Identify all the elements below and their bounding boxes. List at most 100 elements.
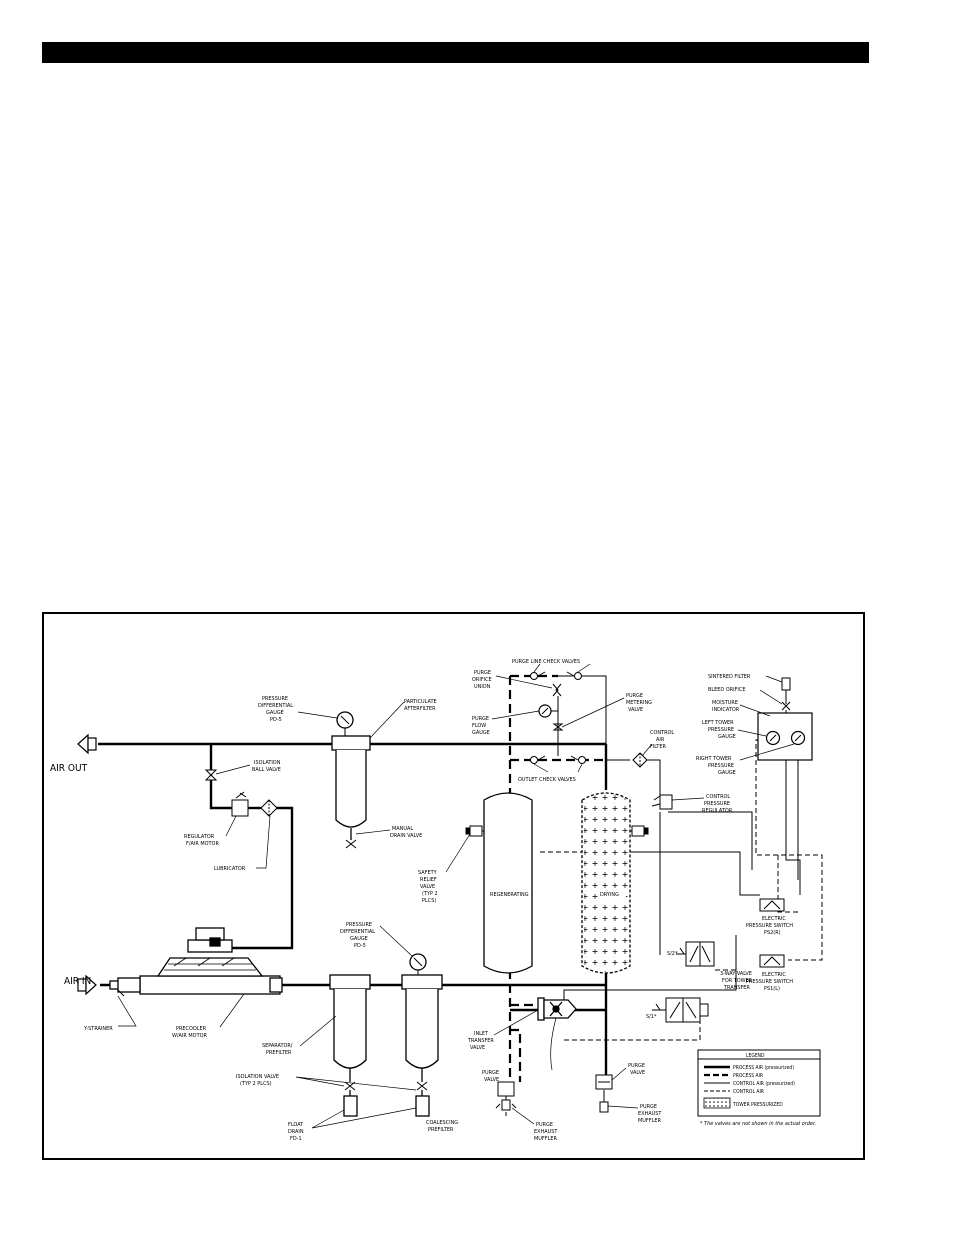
legend-item-3: CONTROL AIR (pressurized) bbox=[733, 1081, 795, 1087]
rtpg-1: RIGHT TOWER bbox=[696, 756, 732, 762]
float-drain-1: FLOAT bbox=[288, 1122, 304, 1128]
inlet-1: INLET bbox=[474, 1031, 489, 1037]
pdg-bot-1: PRESSURE bbox=[346, 922, 372, 928]
isolation-ball-valve bbox=[204, 769, 218, 781]
threeway-2: FOR TOWER bbox=[722, 978, 753, 984]
iso-typ-2: (TYP 2 PLCS) bbox=[240, 1081, 272, 1087]
separator-2: PREFILTER bbox=[266, 1050, 292, 1056]
regulator-1: REGULATOR bbox=[184, 834, 215, 840]
air-in-label: AIR IN bbox=[64, 976, 91, 987]
cpr-2: PRESSURE bbox=[704, 801, 730, 807]
ystrainer-label: Y-STRAINER bbox=[83, 1026, 113, 1032]
control-pressure-regulator bbox=[651, 794, 673, 810]
sintered-label: SINTERED FILTER bbox=[708, 674, 751, 680]
separator-1: SEPARATOR/ bbox=[262, 1043, 293, 1049]
drying-label: DRYING bbox=[600, 892, 619, 898]
purge-line-check-valves bbox=[530, 671, 582, 680]
pdg-top-4: PD-5 bbox=[270, 717, 282, 723]
eps2-2: PRESSURE SWITCH bbox=[746, 923, 793, 929]
pressure-switch-ps2 bbox=[759, 898, 785, 912]
separator-prefilter bbox=[329, 974, 371, 1117]
top-pressure-gauge bbox=[336, 711, 354, 736]
pvr-1: PURGE bbox=[628, 1063, 645, 1069]
drying-tower bbox=[581, 792, 631, 974]
safety-relief-right bbox=[630, 825, 649, 837]
inlet-3: VALVE bbox=[470, 1045, 485, 1051]
orifice-2: ORIFICE bbox=[472, 677, 492, 683]
orifice-1: PURGE bbox=[474, 670, 491, 676]
pflow-1: PURGE bbox=[472, 716, 489, 722]
legend-title: LEGEND bbox=[746, 1053, 765, 1059]
meter-1: PURGE bbox=[626, 693, 643, 699]
inlet-2: TRANSFER bbox=[467, 1038, 494, 1044]
eps1-2: PRESSURE SWITCH bbox=[746, 979, 793, 985]
purge-orifice-union bbox=[552, 683, 562, 697]
sv1-label: S/1* bbox=[646, 1014, 657, 1020]
iso-ball-1: ISOLATION bbox=[254, 760, 281, 766]
caf-3: FILTER bbox=[650, 744, 666, 750]
regenerating-tower bbox=[483, 792, 533, 974]
outlet-check-valves bbox=[530, 755, 586, 764]
eps2-3: PS2(R) bbox=[764, 930, 781, 936]
safety-1: SAFETY bbox=[418, 870, 438, 876]
pressure-switch-ps1 bbox=[759, 954, 785, 968]
control-air-lines bbox=[558, 675, 801, 1102]
purge-flow-gauge bbox=[538, 704, 558, 718]
pem-r-1: PURGE bbox=[640, 1104, 657, 1110]
safety-2: RELIEF bbox=[420, 877, 437, 883]
float-drain-3: FD-1 bbox=[290, 1136, 302, 1142]
control-air-filter bbox=[632, 752, 648, 768]
lubricator bbox=[260, 799, 278, 817]
legend bbox=[697, 1049, 821, 1117]
pdg-top-1: PRESSURE bbox=[262, 696, 288, 702]
pem-r-2: EXHAUST bbox=[638, 1111, 662, 1117]
regenerating-label: REGENERATING bbox=[490, 892, 529, 898]
pdg-top-2: DIFFERENTIAL bbox=[258, 703, 293, 709]
bleed-label: BLEED ORIFICE bbox=[708, 687, 745, 693]
air-out-label: AIR OUT bbox=[50, 763, 88, 774]
cpr-1: CONTROL bbox=[706, 794, 730, 800]
coalescing-prefilter bbox=[401, 974, 443, 1117]
safety-4: (TYP 2 bbox=[422, 891, 438, 897]
ltpg-2: PRESSURE bbox=[708, 727, 734, 733]
inlet-transfer-valve bbox=[537, 997, 577, 1021]
coalescing-2: PREFILTER bbox=[428, 1127, 454, 1133]
rtpg-3: GAUGE bbox=[718, 770, 736, 776]
rtpg-2: PRESSURE bbox=[708, 763, 734, 769]
safety-relief-left bbox=[465, 825, 484, 837]
legend-item-2: PROCESS AIR bbox=[733, 1073, 763, 1079]
safety-5: PLCS) bbox=[422, 898, 436, 904]
manual-drain-2: DRAIN VALVE bbox=[390, 833, 422, 839]
safety-3: VALVE bbox=[420, 884, 435, 890]
manual-drain-1: MANUAL bbox=[392, 826, 413, 832]
purge-valve-right bbox=[595, 1074, 613, 1113]
pflow-2: FLOW bbox=[472, 723, 486, 729]
pvl-1: PURGE bbox=[482, 1070, 499, 1076]
lubricator-label: LUBRICATOR bbox=[214, 866, 246, 872]
purge-line-check-label: PURGE LINE CHECK VALVES bbox=[512, 659, 580, 665]
caf-1: CONTROL bbox=[650, 730, 674, 736]
pdg-bot-2: DIFFERENTIAL bbox=[340, 929, 375, 935]
particulate-afterfilter bbox=[331, 735, 371, 849]
pdg-top-3: GAUGE bbox=[266, 710, 284, 716]
pem-l-1: PURGE bbox=[536, 1122, 553, 1128]
legend-note: * The valves are not shown in the actual… bbox=[700, 1121, 816, 1127]
legend-item-4: CONTROL AIR bbox=[733, 1089, 764, 1095]
ltpg-1: LEFT TOWER bbox=[702, 720, 734, 726]
meter-2: METERING bbox=[626, 700, 652, 706]
orifice-3: UNION bbox=[474, 684, 491, 690]
moist-1: MOISTURE bbox=[712, 700, 738, 706]
cpr-3: REGULATOR bbox=[702, 808, 733, 814]
pem-l-3: MUFFLER bbox=[534, 1136, 557, 1142]
eps1-1: ELECTRIC bbox=[762, 972, 786, 978]
purge-valve-left bbox=[495, 1081, 517, 1116]
pflow-3: GAUGE bbox=[472, 730, 490, 736]
regulator-2: F/AIR MOTOR bbox=[186, 841, 219, 847]
pvl-2: VALVE bbox=[484, 1077, 499, 1083]
pem-l-2: EXHAUST bbox=[534, 1129, 558, 1135]
pdg-bot-3: GAUGE bbox=[350, 936, 368, 942]
pem-r-3: MUFFLER bbox=[638, 1118, 661, 1124]
diagram-frame bbox=[42, 612, 865, 1160]
coalescing-1: COALESCING bbox=[426, 1120, 458, 1126]
